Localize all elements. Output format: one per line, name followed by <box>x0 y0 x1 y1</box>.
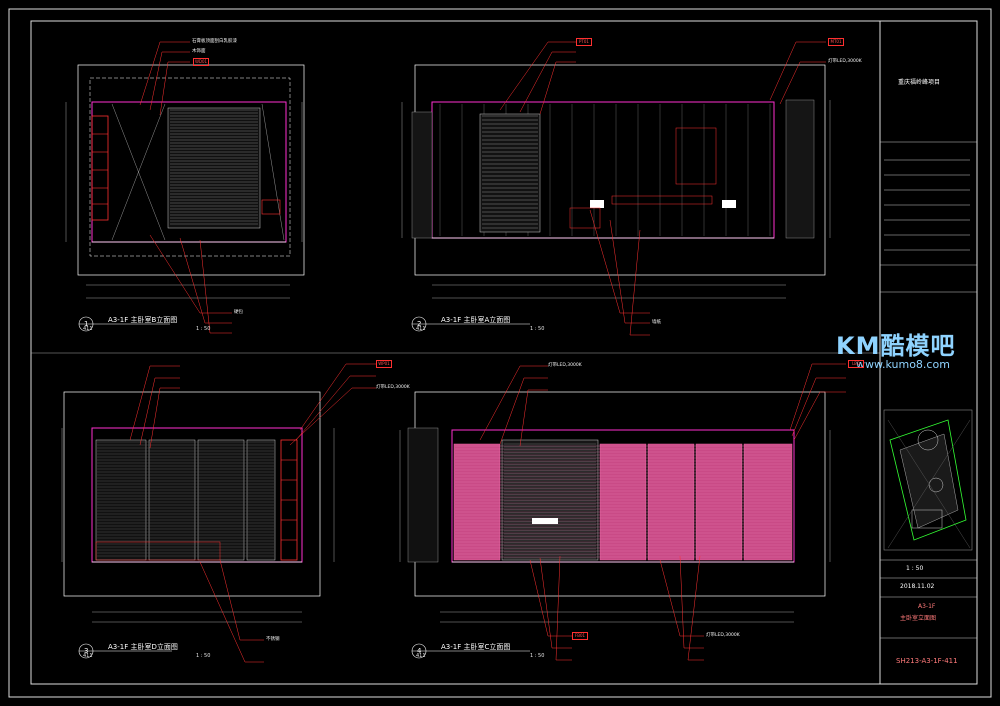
note-2: 木饰面 <box>192 49 206 54</box>
logo-text: KM酷模吧 <box>836 332 956 360</box>
scale-value: 1 : 50 <box>906 565 924 572</box>
view-3-title: A3-1F 主卧室D立面图 <box>108 643 178 651</box>
project-title: 重庆福岭峰项目 <box>898 79 941 86</box>
elevation-view-1 <box>65 41 305 334</box>
title-block <box>880 141 977 639</box>
key-plan <box>883 409 973 551</box>
view-2-scale: 1 : 50 <box>530 326 545 332</box>
material-tag-6: FB01 <box>572 632 588 640</box>
date-value: 2018.11.02 <box>900 583 935 590</box>
note-9: 灯带LED,3000K <box>376 385 410 390</box>
view-1-title: A3-1F 主卧室B立面图 <box>108 316 178 324</box>
view-1-number: 1 <box>84 320 89 328</box>
watermark-logo: KM酷模吧 www.kumo8.com <box>836 326 971 371</box>
view-2-number: 2 <box>417 320 422 328</box>
material-tag-5: LED <box>848 360 864 368</box>
sheet-border-outer <box>8 8 992 698</box>
material-tag-1: WD01 <box>193 58 209 66</box>
material-tag-4: WP01 <box>376 360 392 368</box>
view-4-number: 4 <box>417 647 422 655</box>
elevation-view-2 <box>401 41 831 336</box>
elevation-view-4 <box>399 363 846 661</box>
note-8: 灯带LED,3000K <box>706 633 740 638</box>
view-4-ref: 411 <box>416 653 426 659</box>
elevation-view-3 <box>61 363 376 663</box>
view-4-scale: 1 : 50 <box>530 653 545 659</box>
material-tag-2: PT01 <box>576 38 592 46</box>
sheet-number: SH213-A3-1F-411 <box>896 657 958 665</box>
note-1: 石膏板顶面刮白乳胶漆 <box>192 39 237 44</box>
material-tag-3: MT01 <box>828 38 844 46</box>
sheet-border-inner <box>30 20 978 685</box>
view-3-number: 3 <box>84 647 89 655</box>
note-5: 墙纸 <box>652 320 661 325</box>
view-1-ref: 411 <box>83 326 93 332</box>
note-4: 硬包 <box>234 310 243 315</box>
view-3-ref: 411 <box>83 653 93 659</box>
sheet-title: 主卧室立面图 <box>900 615 937 622</box>
sheet-area: A3-1F <box>918 603 936 610</box>
logo-url: www.kumo8.com <box>856 358 950 371</box>
view-2-ref: 411 <box>416 326 426 332</box>
view-1-scale: 1 : 50 <box>196 326 211 332</box>
note-3: 灯带LED,3000K <box>828 59 862 64</box>
view-3-scale: 1 : 50 <box>196 653 211 659</box>
note-7: 灯带LED,3000K <box>548 363 582 368</box>
note-6: 不锈钢 <box>266 637 280 642</box>
view-4-title: A3-1F 主卧室C立面图 <box>441 643 511 651</box>
view-2-title: A3-1F 主卧室A立面图 <box>441 316 511 324</box>
